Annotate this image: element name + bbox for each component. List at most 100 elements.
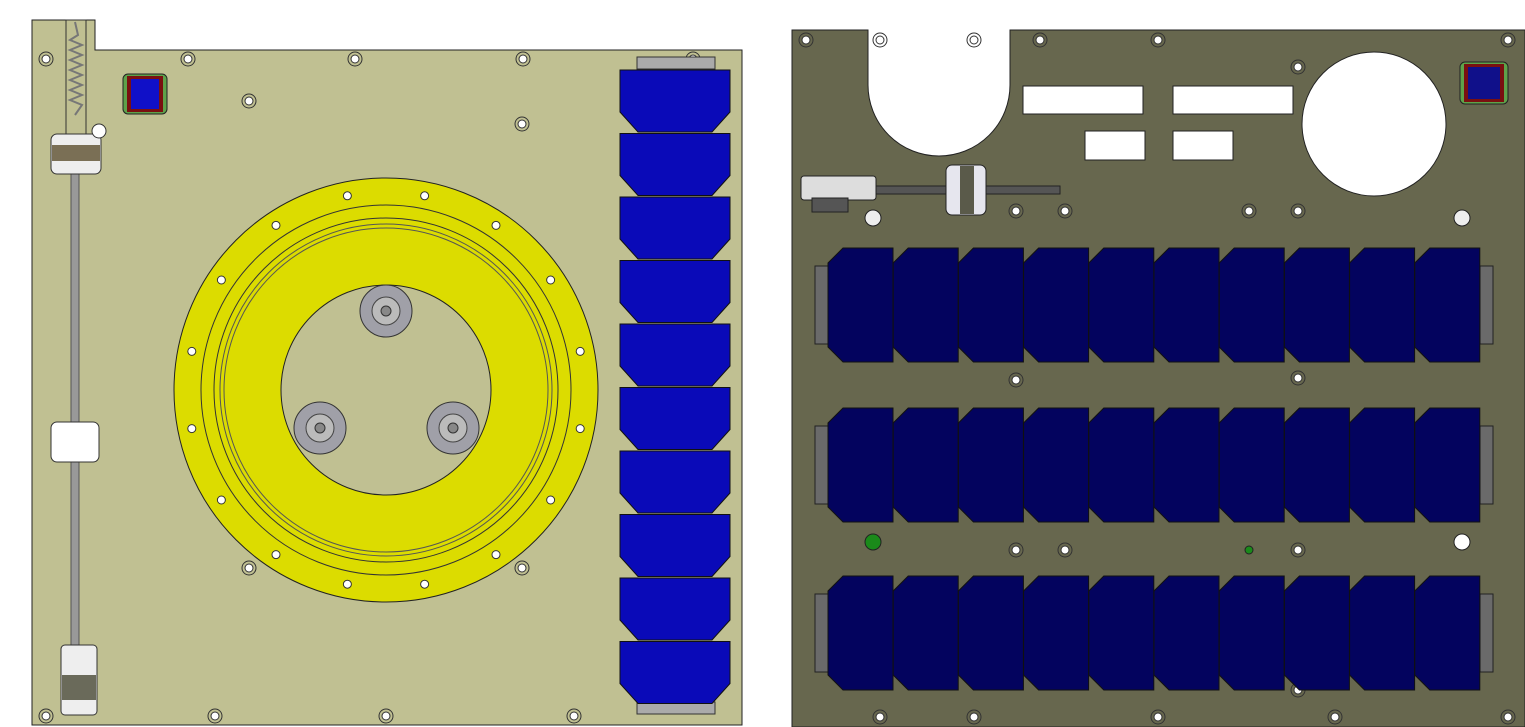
mount-hole-ring — [566, 708, 582, 724]
actuator-body — [800, 175, 877, 201]
solar-cell — [1283, 407, 1350, 523]
solar-cell — [892, 407, 959, 523]
mount-hole — [1330, 712, 1340, 722]
mount-hole — [1153, 35, 1163, 45]
ring-bolt-hole — [187, 424, 197, 434]
mount-hole — [875, 35, 885, 45]
left-cells — [619, 69, 731, 704]
solar-cell — [1023, 247, 1090, 363]
cutout-rect-3 — [1084, 130, 1146, 161]
mount-hole — [1011, 375, 1021, 385]
ring-bolt-hole — [342, 191, 352, 201]
ring-groove-1 — [200, 204, 572, 576]
mount-hole — [517, 563, 527, 573]
mount-hole — [969, 712, 979, 722]
mount-hole-ring — [1500, 32, 1516, 48]
solar-cell — [1088, 247, 1155, 363]
ring-groove-3 — [219, 223, 553, 557]
guide-slot — [50, 421, 100, 463]
right-mount-holes — [798, 32, 1516, 725]
solar-cell — [892, 247, 959, 363]
mount-hole — [1293, 62, 1303, 72]
solar-cell — [1349, 247, 1416, 363]
rod-clamp-right-block — [960, 166, 974, 214]
mount-hole — [1011, 545, 1021, 555]
mount-hole — [569, 711, 579, 721]
solar-cell — [1153, 247, 1220, 363]
ring-bolt-hole — [216, 275, 226, 285]
solar-cell — [619, 577, 731, 641]
mount-hole-ring — [38, 708, 54, 724]
solar-cell — [619, 69, 731, 133]
ring-bolt-hole — [216, 495, 226, 505]
large-cutout — [1301, 51, 1447, 197]
mount-hole — [1060, 206, 1070, 216]
cutout-rect-4 — [1172, 130, 1234, 161]
mount-hole-ring — [966, 709, 982, 725]
solar-cell — [892, 575, 959, 691]
cell-clamp-top — [636, 56, 716, 70]
white-hole-1 — [864, 209, 882, 227]
ring-groove-4 — [223, 227, 549, 553]
green-marker-2 — [1244, 545, 1254, 555]
white-hole-3 — [1453, 533, 1471, 551]
mount-hole — [801, 35, 811, 45]
solar-cell — [619, 323, 731, 387]
mount-hole — [350, 54, 360, 64]
solar-cell — [957, 407, 1024, 523]
white-hole-2 — [1453, 209, 1471, 227]
ring-bolt-hole — [575, 346, 585, 356]
mount-hole — [381, 711, 391, 721]
ring-bolt-hole — [491, 550, 501, 560]
actuator-base — [811, 197, 849, 213]
solar-cell — [1088, 575, 1155, 691]
connector-right — [1459, 61, 1509, 105]
mount-hole-ring — [1290, 370, 1306, 386]
ring-bolt-hole — [546, 275, 556, 285]
solar-cell — [1414, 247, 1481, 363]
mount-hole-ring — [1008, 203, 1024, 219]
solar-cell — [619, 514, 731, 577]
hub-bore — [447, 422, 459, 434]
solar-cell — [1414, 575, 1481, 691]
hub-bore — [314, 422, 326, 434]
solar-cell — [827, 407, 894, 523]
mount-hole — [518, 54, 528, 64]
mount-hole — [183, 54, 193, 64]
ring-bolt-hole — [491, 220, 501, 230]
rod-clamp-bottom-block — [62, 675, 96, 700]
solar-cell — [1349, 407, 1416, 523]
cell-row-tab-left — [814, 593, 829, 673]
ring-groove-2 — [213, 217, 559, 563]
solar-cell — [827, 247, 894, 363]
cell-row-tab-right — [1479, 593, 1494, 673]
solar-cell — [1414, 407, 1481, 523]
ring-bolt-hole — [187, 346, 197, 356]
solar-cell — [957, 575, 1024, 691]
right-plate — [791, 29, 1525, 727]
mount-hole — [517, 119, 527, 129]
ring-bolt-hole — [342, 579, 352, 589]
ring-bolt-hole — [271, 550, 281, 560]
mount-hole — [244, 563, 254, 573]
solar-cell — [619, 450, 731, 514]
solar-cell — [1218, 247, 1285, 363]
rod-clamp-block — [52, 145, 100, 161]
mount-hole — [1244, 206, 1254, 216]
mount-hole — [1503, 35, 1513, 45]
mount-hole — [1060, 545, 1070, 555]
mount-hole-ring — [38, 51, 54, 67]
hubs — [293, 284, 480, 455]
mount-hole-ring — [1290, 59, 1306, 75]
mount-hole — [41, 711, 51, 721]
mount-hole-ring — [966, 32, 982, 48]
mount-hole-ring — [207, 708, 223, 724]
solar-cell — [1218, 407, 1285, 523]
mount-hole — [244, 96, 254, 106]
solar-cell — [619, 133, 731, 196]
mount-hole — [1503, 712, 1513, 722]
right-cells — [814, 247, 1494, 691]
mount-hole-ring — [1150, 32, 1166, 48]
mount-hole — [1293, 206, 1303, 216]
